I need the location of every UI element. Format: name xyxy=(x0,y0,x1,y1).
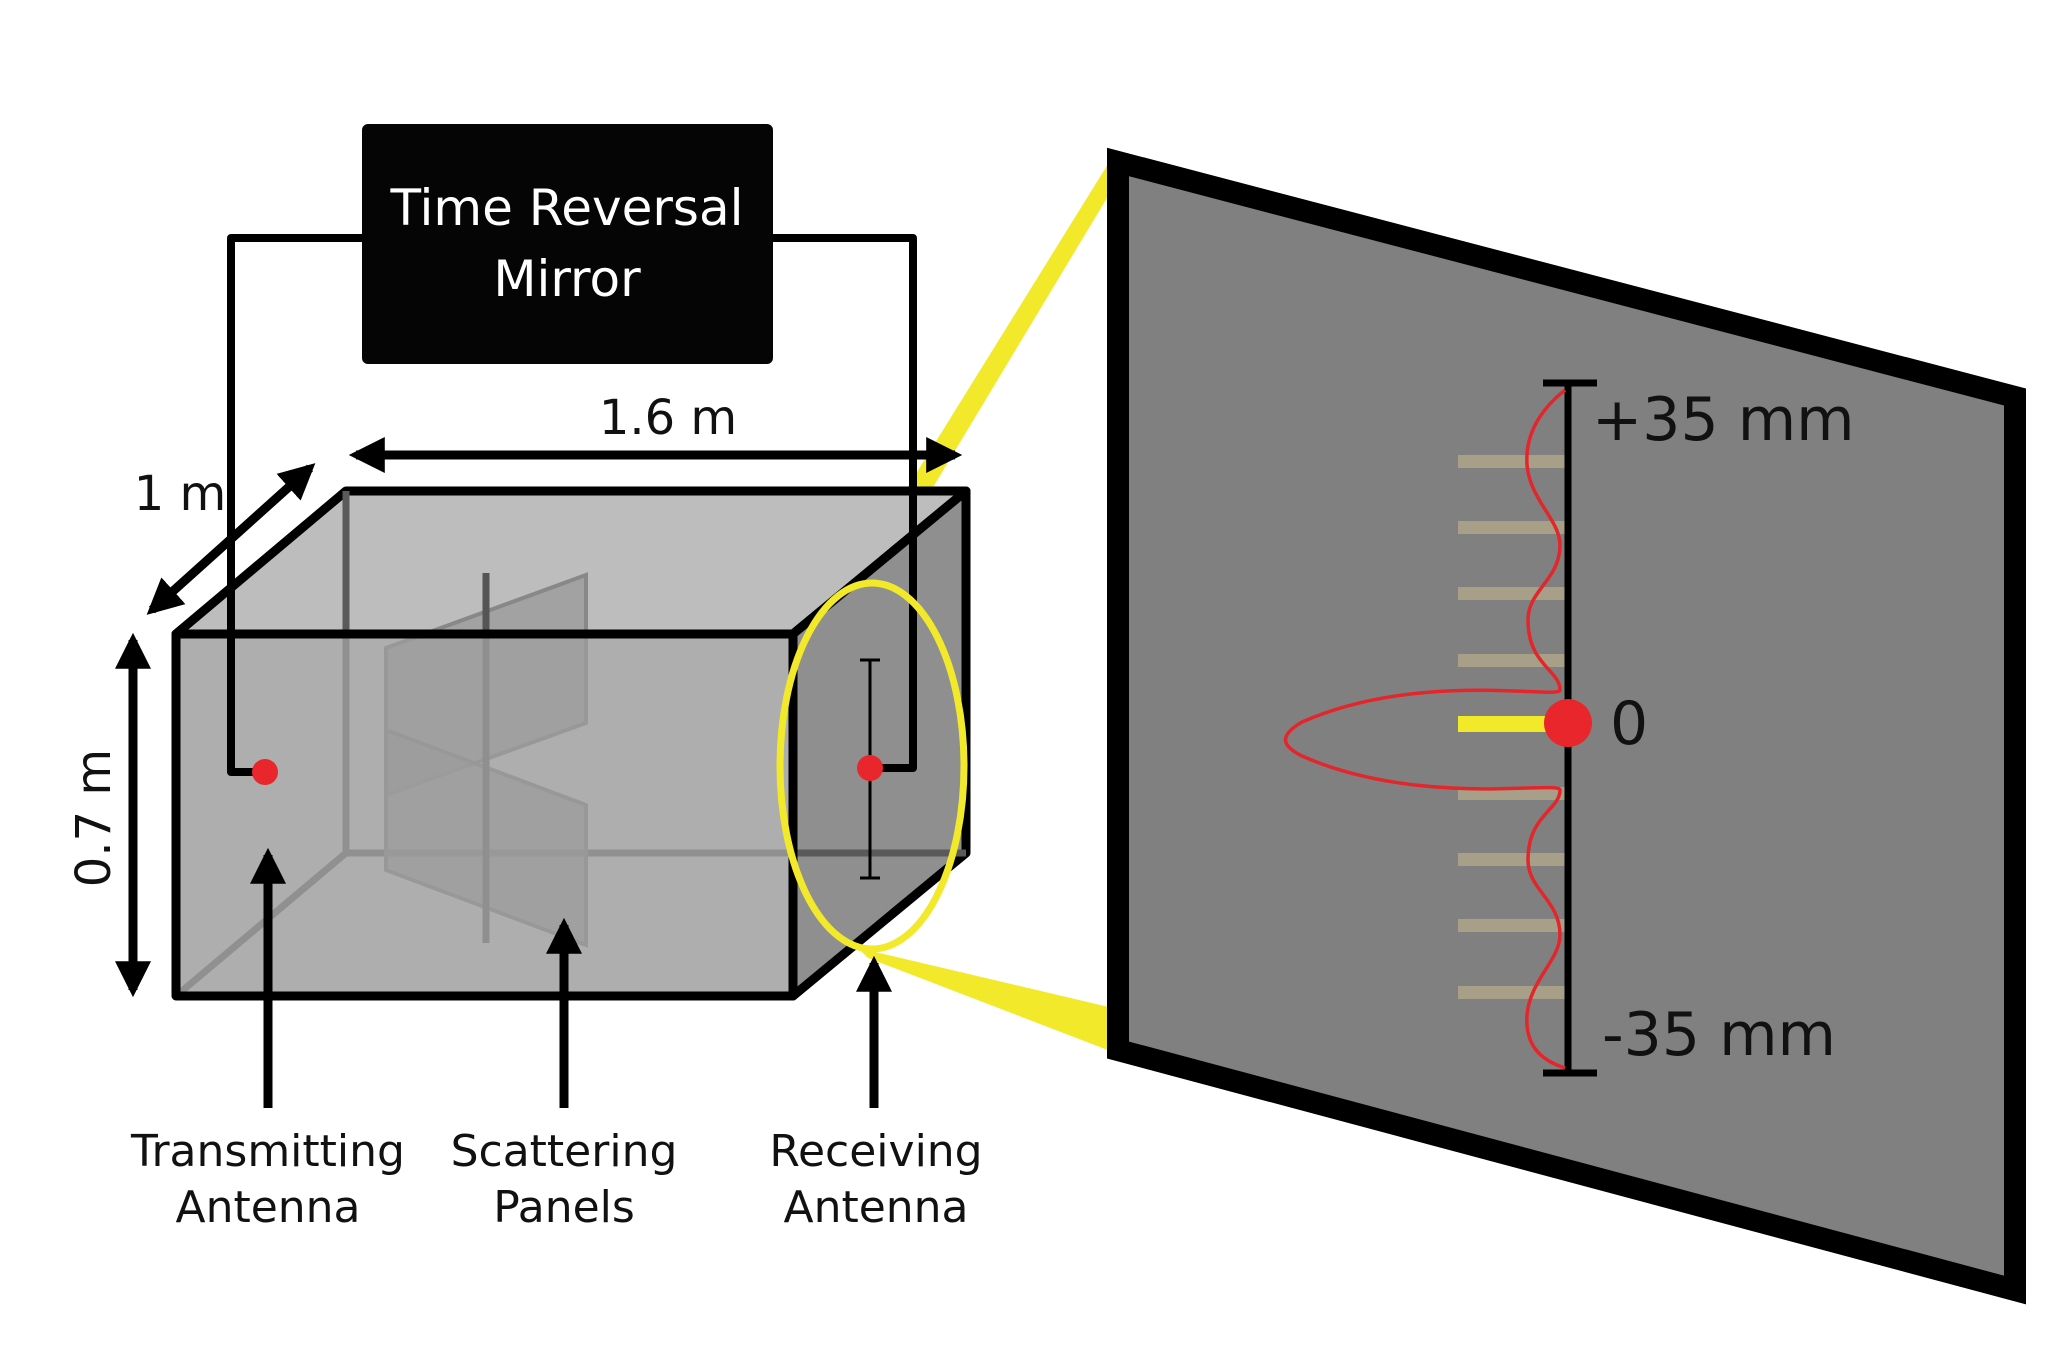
chamber-front-face xyxy=(171,629,798,1001)
position-ticks xyxy=(1458,455,1566,999)
receiving-antenna-label-1: Receiving xyxy=(769,1126,982,1177)
time-reversal-mirror: Time Reversal Mirror xyxy=(362,124,773,364)
receiving-antenna-label-2: Antenna xyxy=(783,1182,968,1233)
length-label: 1.6 m xyxy=(599,390,737,446)
chamber-box xyxy=(171,486,971,1001)
scattering-panels-label-2: Panels xyxy=(493,1182,635,1233)
transmitting-antenna-label-1: Transmitting xyxy=(130,1126,405,1177)
zoom-connector-bottom xyxy=(858,948,1113,1052)
depth-label: 1 m xyxy=(134,466,227,522)
focus-curve xyxy=(1283,388,1567,1070)
receiving-antenna xyxy=(857,658,883,880)
dimension-arrows xyxy=(115,437,963,998)
receiving-antenna-dot xyxy=(857,755,883,781)
scattering-panels-label-1: Scattering xyxy=(451,1126,678,1177)
focus-point-dot xyxy=(1544,699,1592,747)
mirror-label-line1: Time Reversal xyxy=(389,179,743,237)
depth-arrow xyxy=(146,463,316,615)
callout-arrows xyxy=(250,847,892,1108)
zoom-panel: +35 mm 0 -35 mm xyxy=(1107,147,2026,1305)
height-label: 0.7 m xyxy=(66,749,122,887)
scale-center-label: 0 xyxy=(1610,689,1648,759)
transmitting-antenna-label-2: Antenna xyxy=(175,1182,360,1233)
scale-top-label: +35 mm xyxy=(1592,385,1855,455)
mirror-label-line2: Mirror xyxy=(493,250,641,308)
transmitting-antenna-dot xyxy=(252,759,278,785)
scale-bottom-label: -35 mm xyxy=(1602,1000,1836,1070)
receiver-highlight-ellipse xyxy=(776,579,968,953)
